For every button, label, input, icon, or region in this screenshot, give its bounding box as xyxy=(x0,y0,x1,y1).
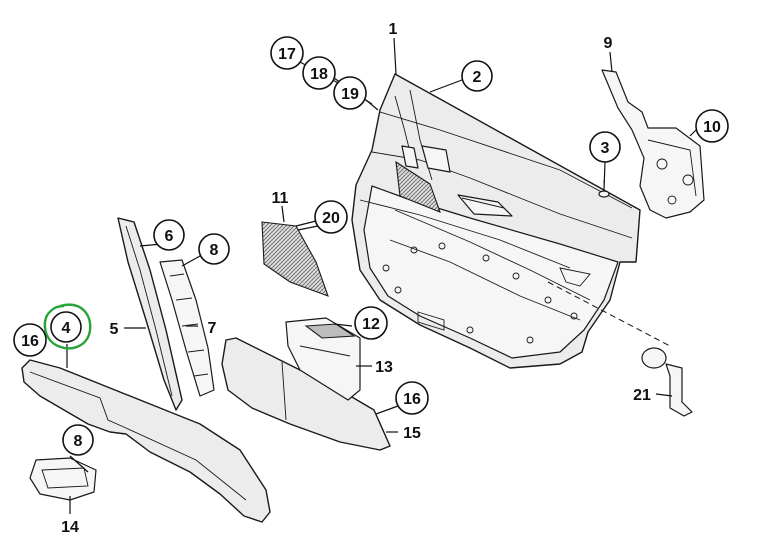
callout-12: 12 xyxy=(354,306,388,340)
door-pull-21 xyxy=(641,347,693,417)
map-pocket-15 xyxy=(221,337,391,451)
callout-1-text: 1 xyxy=(389,21,398,38)
callout-16a-text: 16 xyxy=(21,333,39,350)
callout-13-label: 13 xyxy=(375,359,393,376)
callout-15-text: 15 xyxy=(403,425,421,442)
callout-12-text: 12 xyxy=(362,316,380,333)
callout-8a-text: 8 xyxy=(210,242,219,259)
callout-8-upper: 8 xyxy=(198,233,230,265)
callout-3-text: 3 xyxy=(601,140,610,157)
callout-3: 3 xyxy=(589,131,621,163)
callout-17: 17 xyxy=(270,36,304,70)
callout-21-label: 21 xyxy=(633,387,651,404)
callout-6: 6 xyxy=(153,219,185,251)
callout-7-label: 7 xyxy=(208,320,217,337)
callout-20-text: 20 xyxy=(322,210,340,227)
callout-11-text: 11 xyxy=(272,190,289,207)
callout-18-text: 18 xyxy=(310,66,328,83)
callout-2-text: 2 xyxy=(473,69,482,86)
armrest-4 xyxy=(21,359,271,523)
pocket-insert-12-13 xyxy=(285,317,361,401)
callout-13-text: 13 xyxy=(375,359,393,376)
callout-10: 10 xyxy=(695,109,729,143)
callout-19-text: 19 xyxy=(341,86,359,103)
callout-5-label: 5 xyxy=(110,321,119,338)
speaker-cover-11 xyxy=(261,221,329,297)
carrier-7 xyxy=(159,259,215,397)
assembly-line xyxy=(547,281,671,347)
callout-18: 18 xyxy=(302,56,336,90)
callout-15-label: 15 xyxy=(403,425,421,442)
callout-16-right: 16 xyxy=(395,381,429,415)
callout-10-text: 10 xyxy=(703,119,721,136)
callout-4-text: 4 xyxy=(62,320,71,337)
callout-20: 20 xyxy=(314,200,348,234)
callout-16b-text: 16 xyxy=(403,391,421,408)
callout-21-text: 21 xyxy=(633,387,651,404)
callout-4: 4 xyxy=(43,303,92,350)
callout-17-text: 17 xyxy=(278,46,296,63)
callout-8b-text: 8 xyxy=(74,433,83,450)
handle-14 xyxy=(29,457,97,501)
callout-16-left: 16 xyxy=(13,323,47,357)
callout-9-label: 9 xyxy=(604,35,613,52)
callout-2: 2 xyxy=(461,60,493,92)
callout-7-text: 7 xyxy=(208,320,217,337)
highlight-ring xyxy=(43,303,92,350)
callout-8-lower: 8 xyxy=(62,424,94,456)
callout-11-label: 11 xyxy=(272,190,289,207)
callout-6-text: 6 xyxy=(165,228,174,245)
callout-1-label: 1 xyxy=(389,21,398,38)
callout-5-text: 5 xyxy=(110,321,119,338)
callout-19: 19 xyxy=(333,76,367,110)
door-trim-panel xyxy=(351,73,641,369)
callout-14-text: 14 xyxy=(61,519,79,536)
callout-14-label: 14 xyxy=(61,519,79,536)
bracket-9-10 xyxy=(601,69,705,219)
callout-9-text: 9 xyxy=(604,35,613,52)
